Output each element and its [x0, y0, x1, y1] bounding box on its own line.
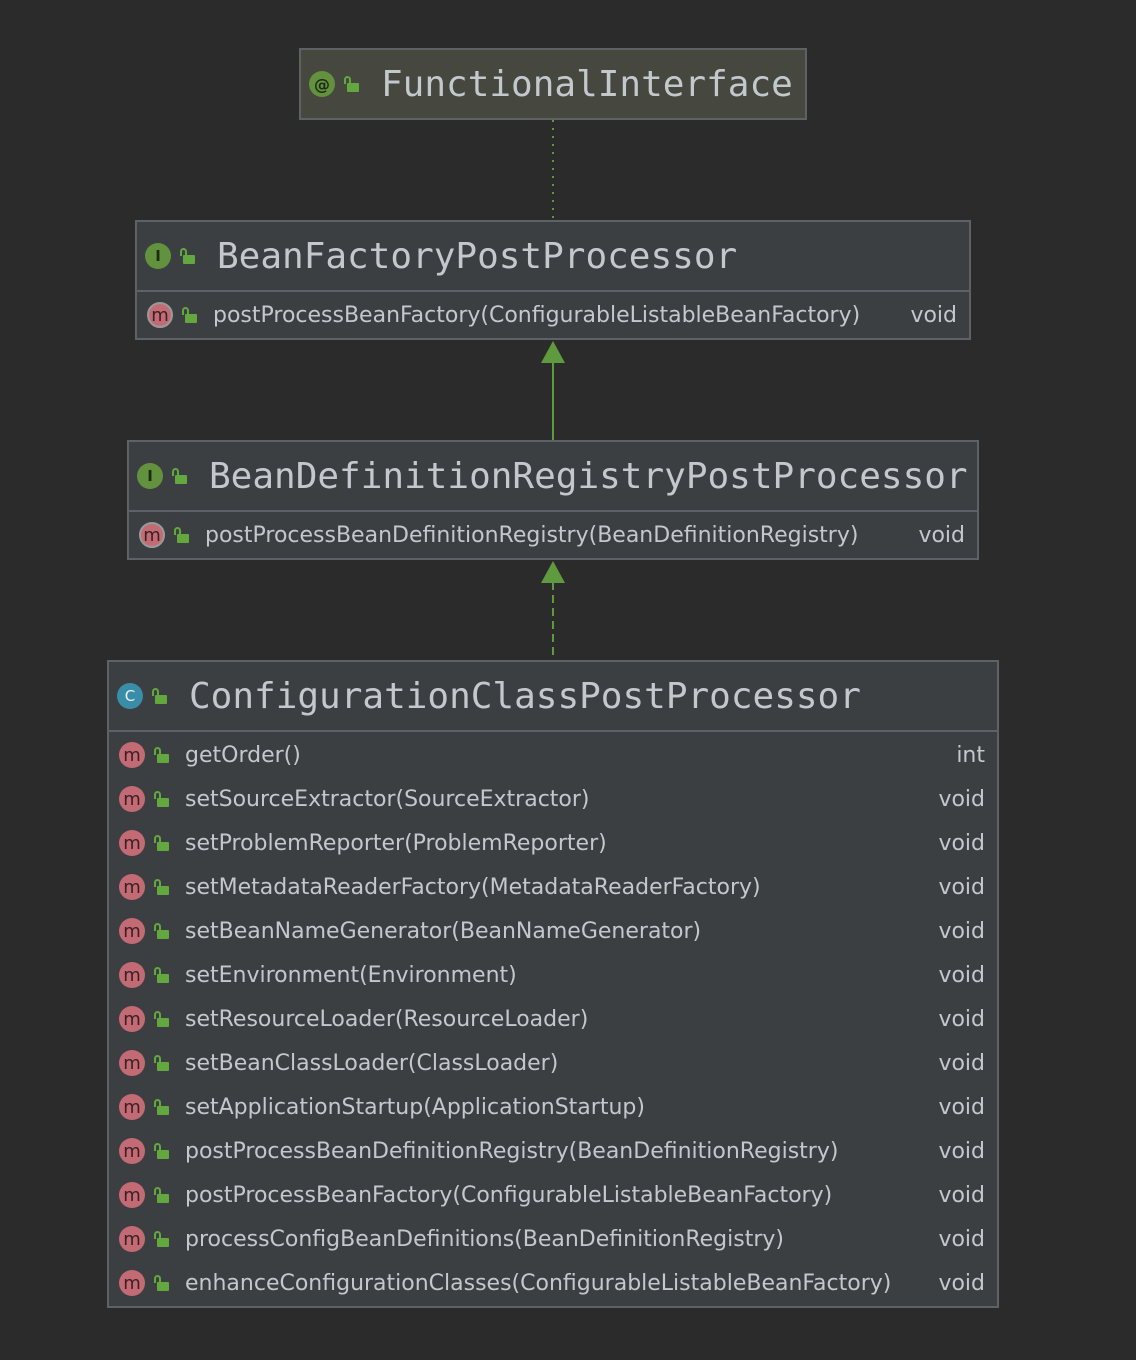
- return-type: void: [938, 1006, 985, 1032]
- method-icon: m: [119, 1006, 145, 1032]
- node-header: @ FunctionalInterface: [301, 50, 805, 118]
- member-list: m getOrder() int m setSourceExtractor(Source…: [109, 732, 997, 1305]
- member-row[interactable]: m setResourceLoader(ResourceLoader) void: [109, 997, 997, 1041]
- return-type: void: [938, 1226, 985, 1252]
- return-type: void: [938, 1182, 985, 1208]
- return-type: void: [938, 1094, 985, 1120]
- method-signature: setBeanClassLoader(ClassLoader): [185, 1050, 559, 1076]
- method-signature: setProblemReporter(ProblemReporter): [185, 830, 607, 856]
- method-icon: m: [119, 1094, 145, 1120]
- method-signature: setApplicationStartup(ApplicationStartup…: [185, 1094, 645, 1120]
- member-row[interactable]: m processConfigBeanDefinitions(BeanDefini…: [109, 1217, 997, 1261]
- return-type: void: [938, 874, 985, 900]
- public-lock-icon: [153, 1230, 171, 1248]
- method-signature: processConfigBeanDefinitions(BeanDefinit…: [185, 1226, 784, 1252]
- return-type: void: [938, 918, 985, 944]
- node-title: ConfigurationClassPostProcessor: [189, 675, 861, 717]
- method-icon: m: [119, 1138, 145, 1164]
- public-lock-icon: [153, 966, 171, 984]
- member-row[interactable]: m enhanceConfigurationClasses(Configurabl…: [109, 1261, 997, 1305]
- public-lock-icon: [153, 878, 171, 896]
- member-row[interactable]: m setBeanNameGenerator(BeanNameGenerator)…: [109, 909, 997, 953]
- return-type: void: [938, 1050, 985, 1076]
- public-lock-icon: [153, 834, 171, 852]
- public-lock-icon: [173, 526, 191, 544]
- member-row[interactable]: m postProcessBeanFactory(ConfigurableLis…: [137, 292, 969, 338]
- member-row[interactable]: m setEnvironment(Environment) void: [109, 953, 997, 997]
- abstract-method-icon: m: [147, 302, 173, 328]
- return-type: void: [918, 522, 965, 548]
- method-icon: m: [119, 874, 145, 900]
- node-header: C ConfigurationClassPostProcessor: [109, 662, 997, 732]
- interface-icon: I: [137, 463, 163, 489]
- method-signature: getOrder(): [185, 742, 301, 768]
- method-signature: postProcessBeanDefinitionRegistry(BeanDe…: [185, 1138, 839, 1164]
- member-row[interactable]: m postProcessBeanDefinitionRegistry(Bean…: [129, 512, 977, 558]
- node-bean-definition-registry-post-processor[interactable]: I BeanDefinitionRegistryPostProcessor m …: [127, 440, 979, 560]
- return-type: void: [938, 962, 985, 988]
- member-row[interactable]: m setMetadataReaderFactory(MetadataReader…: [109, 865, 997, 909]
- annotation-icon: @: [309, 71, 335, 97]
- node-functional-interface[interactable]: @ FunctionalInterface: [299, 48, 807, 120]
- public-lock-icon: [153, 790, 171, 808]
- member-row[interactable]: m setSourceExtractor(SourceExtractor) void: [109, 777, 997, 821]
- method-signature: setResourceLoader(ResourceLoader): [185, 1006, 589, 1032]
- node-bean-factory-post-processor[interactable]: I BeanFactoryPostProcessor m postProcess…: [135, 220, 971, 340]
- public-lock-icon: [343, 75, 361, 93]
- method-icon: m: [119, 1050, 145, 1076]
- member-row[interactable]: m postProcessBeanFactory(ConfigurableList…: [109, 1173, 997, 1217]
- method-signature: setSourceExtractor(SourceExtractor): [185, 786, 590, 812]
- node-title: FunctionalInterface: [381, 63, 793, 105]
- method-icon: m: [119, 1182, 145, 1208]
- public-lock-icon: [153, 1054, 171, 1072]
- method-icon: m: [119, 830, 145, 856]
- member-row[interactable]: m postProcessBeanDefinitionRegistry(BeanD…: [109, 1129, 997, 1173]
- return-type: void: [938, 786, 985, 812]
- public-lock-icon: [181, 306, 199, 324]
- interface-icon: I: [145, 243, 171, 269]
- method-signature: postProcessBeanFactory(ConfigurableLista…: [213, 302, 861, 328]
- method-icon: m: [119, 1270, 145, 1296]
- abstract-method-icon: m: [139, 522, 165, 548]
- method-icon: m: [119, 742, 145, 768]
- member-row[interactable]: m getOrder() int: [109, 733, 997, 777]
- method-signature: postProcessBeanFactory(ConfigurableLista…: [185, 1182, 833, 1208]
- public-lock-icon: [151, 687, 169, 705]
- return-type: void: [938, 1138, 985, 1164]
- public-lock-icon: [153, 1186, 171, 1204]
- method-icon: m: [119, 962, 145, 988]
- method-signature: postProcessBeanDefinitionRegistry(BeanDe…: [205, 522, 859, 548]
- return-type: void: [938, 1270, 985, 1296]
- return-type: int: [956, 742, 985, 768]
- member-row[interactable]: m setProblemReporter(ProblemReporter) void: [109, 821, 997, 865]
- public-lock-icon: [153, 1098, 171, 1116]
- public-lock-icon: [153, 1010, 171, 1028]
- public-lock-icon: [179, 247, 197, 265]
- public-lock-icon: [153, 922, 171, 940]
- method-icon: m: [119, 1226, 145, 1252]
- node-configuration-class-post-processor[interactable]: C ConfigurationClassPostProcessor m getOr…: [107, 660, 999, 1308]
- class-icon: C: [117, 683, 143, 709]
- return-type: void: [910, 302, 957, 328]
- method-icon: m: [119, 786, 145, 812]
- edge-extends-arrowhead: [541, 341, 565, 363]
- public-lock-icon: [153, 1274, 171, 1292]
- member-row[interactable]: m setBeanClassLoader(ClassLoader) void: [109, 1041, 997, 1085]
- node-title: BeanDefinitionRegistryPostProcessor: [209, 455, 968, 497]
- node-title: BeanFactoryPostProcessor: [217, 235, 738, 277]
- edge-implements-arrowhead: [541, 561, 565, 583]
- method-signature: setBeanNameGenerator(BeanNameGenerator): [185, 918, 702, 944]
- public-lock-icon: [171, 467, 189, 485]
- method-icon: m: [119, 918, 145, 944]
- member-row[interactable]: m setApplicationStartup(ApplicationStartu…: [109, 1085, 997, 1129]
- public-lock-icon: [153, 1142, 171, 1160]
- method-signature: setMetadataReaderFactory(MetadataReaderF…: [185, 874, 761, 900]
- return-type: void: [938, 830, 985, 856]
- public-lock-icon: [153, 746, 171, 764]
- method-signature: enhanceConfigurationClasses(Configurable…: [185, 1270, 892, 1296]
- method-signature: setEnvironment(Environment): [185, 962, 517, 988]
- node-header: I BeanDefinitionRegistryPostProcessor: [129, 442, 977, 512]
- node-header: I BeanFactoryPostProcessor: [137, 222, 969, 292]
